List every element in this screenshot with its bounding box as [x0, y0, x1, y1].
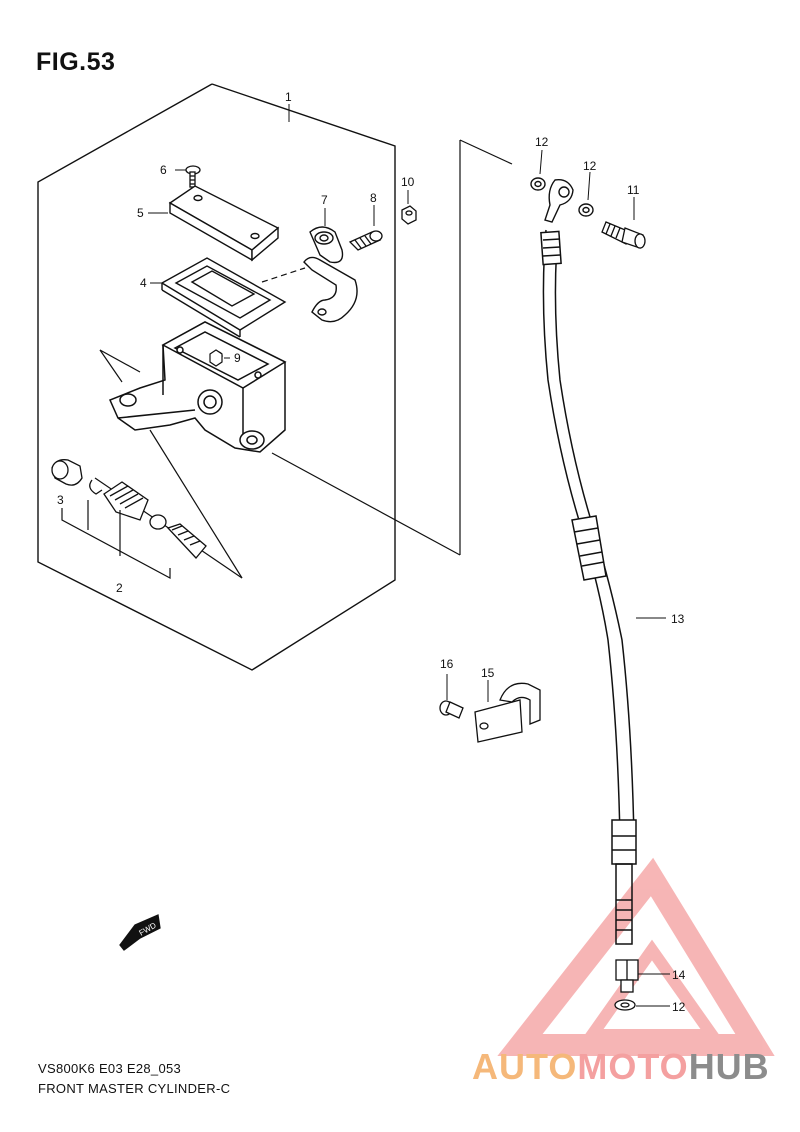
callout-4: 4 — [140, 276, 147, 290]
callout-7: 7 — [321, 193, 328, 207]
callout-numbers: 1 2 3 4 5 6 7 8 9 10 11 12 12 12 13 14 1… — [57, 90, 686, 1014]
watermark-part-hub: HUB — [688, 1046, 770, 1087]
callout-12c: 12 — [672, 1000, 686, 1014]
clamp-part-7 — [303, 226, 358, 323]
callout-12b: 12 — [583, 159, 597, 173]
callout-10: 10 — [401, 175, 415, 189]
bolt-part-8 — [348, 230, 383, 251]
diagram-caption: FRONT MASTER CYLINDER-C — [38, 1081, 231, 1096]
callout-16: 16 — [440, 657, 454, 671]
reference-lines — [94, 139, 513, 579]
callout-leaders — [148, 104, 670, 1007]
figure-title: FIG.53 — [36, 48, 116, 76]
callout-3: 3 — [57, 493, 64, 507]
callout-11: 11 — [627, 183, 640, 197]
banjo-bolt-part-11 — [601, 221, 646, 249]
screw-part-6 — [185, 165, 201, 188]
watermark-part-moto: MOTO — [577, 1046, 689, 1087]
assembly-outline — [37, 83, 396, 671]
callout-brackets — [61, 500, 171, 580]
callout-6: 6 — [160, 163, 167, 177]
master-cylinder-body — [108, 321, 287, 453]
watermark-part-auto: AUTO — [472, 1046, 578, 1087]
callout-13: 13 — [671, 612, 685, 626]
callout-14: 14 — [672, 968, 686, 982]
callout-1: 1 — [285, 90, 292, 104]
union-fitting-part-14 — [614, 959, 639, 1011]
callout-9: 9 — [234, 351, 241, 365]
brake-hose-part-13 — [540, 229, 637, 945]
diaphragm-part-4 — [160, 257, 287, 338]
callout-2: 2 — [116, 581, 123, 595]
callout-15: 15 — [481, 666, 495, 680]
valve-part-9 — [209, 349, 223, 367]
reservoir-cap-part-5 — [168, 185, 280, 262]
hose-clamp-part-15 — [474, 682, 541, 743]
callout-8: 8 — [370, 191, 377, 205]
piston-kit — [51, 459, 207, 559]
banjo-fitting — [530, 177, 594, 223]
model-code: VS800K6 E03 E28_053 — [38, 1061, 182, 1076]
bolt-part-16 — [439, 700, 464, 719]
callout-12a: 12 — [535, 135, 549, 149]
callout-5: 5 — [137, 206, 144, 220]
watermark-text: AUTOMOTOHUB — [472, 1046, 770, 1088]
fwd-arrow-icon: FWD — [119, 914, 161, 951]
nut-part-10 — [401, 205, 417, 225]
